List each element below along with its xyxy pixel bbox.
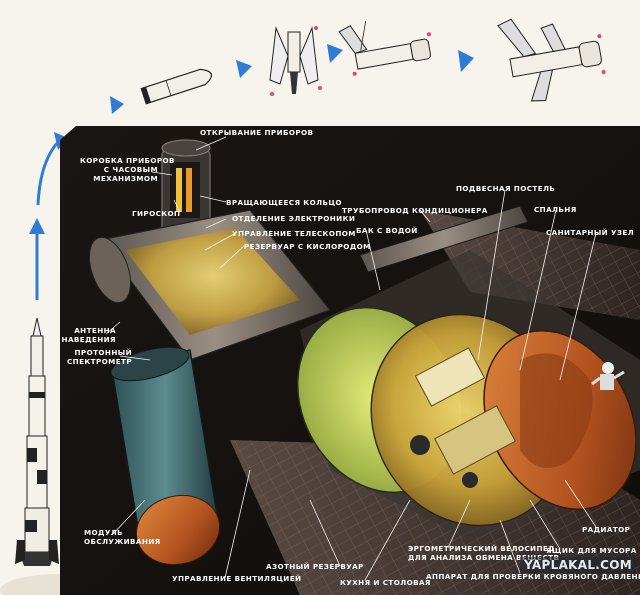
label-hanging-bed: ПОДВЕСНАЯ ПОСТЕЛЬ (456, 184, 556, 193)
label-water-tank: БАК С ВОДОЙ (356, 226, 418, 235)
arrow-icon (110, 96, 124, 114)
callout-lines (105, 136, 597, 581)
label-instrument-box-line1: КОРОБКА ПРИБОРОВ (80, 156, 175, 165)
orbital-workshop (296, 250, 640, 540)
arrow-icon (327, 44, 343, 63)
arrow-icon (458, 50, 474, 72)
label-oxygen-tank: РЕЗЕРВУАР С КИСЛОРОДОМ (244, 242, 371, 251)
label-ac-pipeline: ТРУБОПРОВОД КОНДИЦИОНЕРА (342, 206, 488, 215)
label-proton-spectrometer-line1: ПРОТОННЫЙ (74, 348, 132, 357)
label-electronics-section: ОТДЕЛЕНИЕ ЭЛЕКТРОНИКИ (232, 214, 356, 223)
label-ergometer-bicycle: ЭРГОМЕТРИЧЕСКИЙ ВЕЛОСИПЕД ДЛЯ АНАЛИЗА ОБ… (408, 544, 559, 562)
rocket-stage-icon (140, 68, 212, 105)
station-deployed-icon (497, 18, 606, 102)
label-instrument-box-line2: С ЧАСОВЫМ (103, 165, 158, 174)
label-nitrogen-tank: АЗОТНЫЙ РЕЗЕРВУАР (266, 562, 364, 571)
telescope-mount (161, 139, 211, 239)
launch-vehicle (0, 132, 120, 595)
label-guidance-antenna: АНТЕННА НАВЕДЕНИЯ (60, 326, 116, 344)
label-service-module: МОДУЛЬ ОБСЛУЖИВАНИЯ (84, 528, 161, 546)
label-instrument-box: КОРОБКА ПРИБОРОВ С ЧАСОВЫМ МЕХАНИЗМОМ (80, 156, 175, 183)
label-ergometer-line1: ЭРГОМЕТРИЧЕСКИЙ ВЕЛОСИПЕД (408, 544, 555, 553)
label-sanitary-unit: САНИТАРНЫЙ УЗЕЛ (546, 228, 635, 237)
label-ergometer-line2: ДЛЯ АНАЛИЗА ОБМЕНА ВЕЩЕСТВ (408, 553, 560, 562)
label-rotating-ring: ВРАЩАЮЩЕЕСЯ КОЛЬЦО (226, 198, 342, 207)
watermark: YAPLAKAL.COM (520, 557, 636, 573)
launch-sequence (110, 18, 606, 114)
label-gyroscope: ГИРОСКОП (132, 209, 181, 218)
fairing-separation-icon (269, 26, 322, 96)
astronaut-icon (591, 362, 625, 390)
label-service-module-line1: МОДУЛЬ (84, 528, 124, 537)
label-blood-pressure-device: АППАРАТ ДЛЯ ПРОВЕРКИ КРОВЯНОГО ДАВЛЕНИЯ (426, 572, 640, 581)
arrow-icon (236, 60, 252, 78)
label-guidance-antenna-line2: НАВЕДЕНИЯ (61, 335, 116, 344)
label-bedroom: СПАЛЬНЯ (534, 205, 577, 214)
label-telescope-control: УПРАВЛЕНИЕ ТЕЛЕСКОПОМ (232, 229, 356, 238)
label-kitchen-dining: КУХНЯ И СТОЛОВАЯ (340, 578, 431, 587)
label-proton-spectrometer: ПРОТОННЫЙ СПЕКТРОМЕТР (58, 348, 132, 366)
label-instrument-box-line3: МЕХАНИЗМОМ (93, 174, 158, 183)
docking-module (88, 209, 331, 361)
label-guidance-antenna-line1: АНТЕННА (74, 326, 116, 335)
station-deploy-icon (338, 20, 432, 76)
arrow-icon (36, 138, 62, 206)
ac-pipeline-boom (359, 205, 529, 273)
label-trash-box: ЯЩИК ДЛЯ МУСОРА (546, 546, 637, 555)
label-proton-spectrometer-line2: СПЕКТРОМЕТР (67, 357, 132, 366)
label-ventilation-control: УПРАВЛЕНИЕ ВЕНТИЛЯЦИЕЙ (172, 574, 302, 583)
saturn-rocket-icon (15, 317, 59, 566)
label-service-module-line2: ОБСЛУЖИВАНИЯ (84, 537, 161, 546)
arrow-icon (29, 218, 45, 234)
service-module (110, 346, 221, 566)
label-radiator: РАДИАТОР (582, 525, 631, 534)
label-instrument-opening: ОТКРЫВАНИЕ ПРИБОРОВ (200, 128, 314, 137)
